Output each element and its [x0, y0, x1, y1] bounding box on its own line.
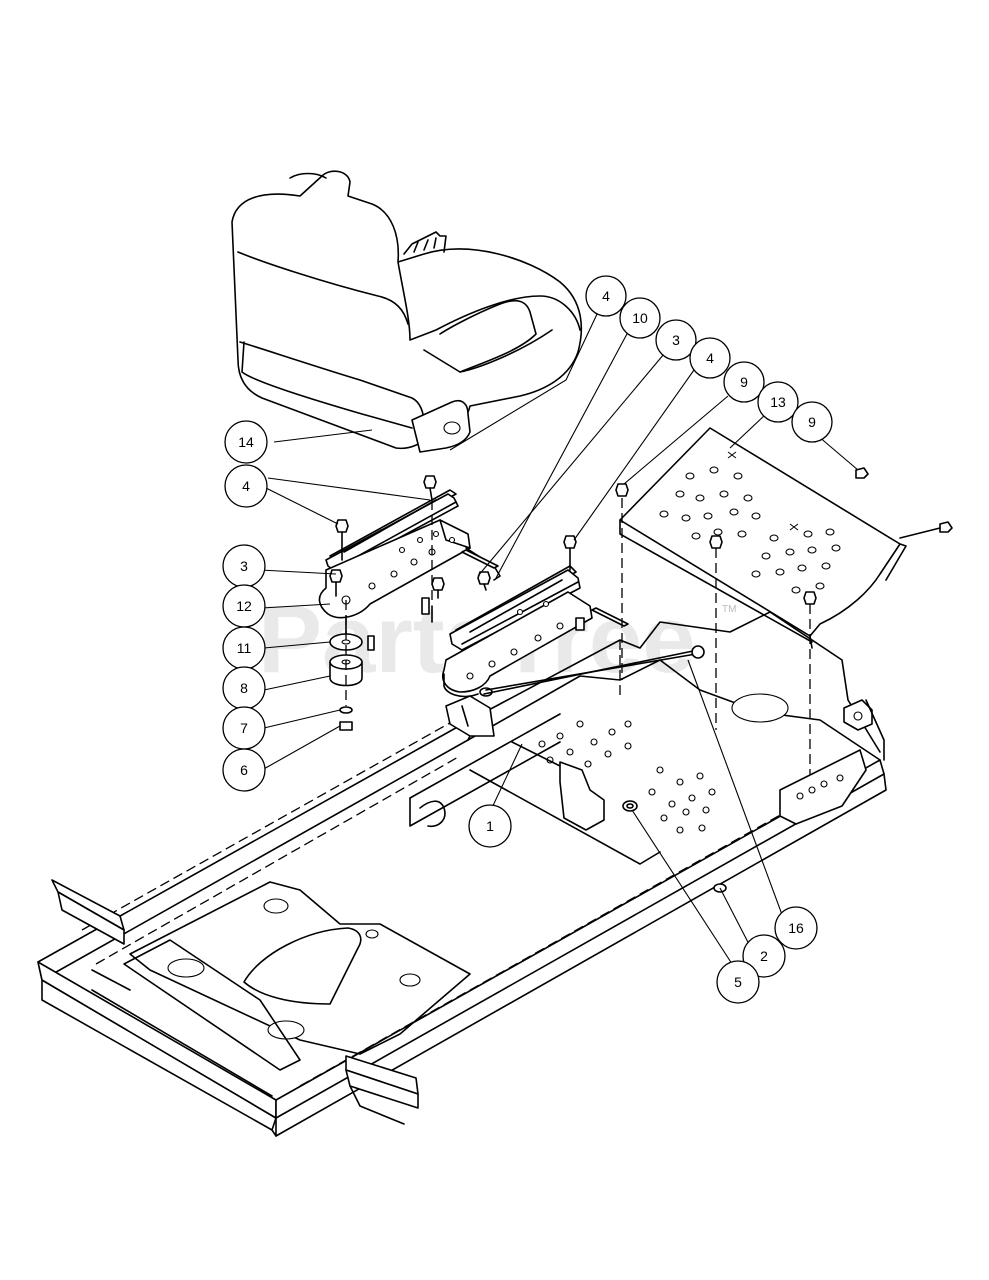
callout-10: 10: [619, 297, 661, 339]
tractor-frame: [37, 611, 887, 1137]
callout-8: 8: [222, 666, 266, 710]
callout-12: 12: [222, 584, 266, 628]
svg-text:9: 9: [808, 414, 816, 430]
svg-text:2: 2: [760, 948, 768, 964]
svg-text:6: 6: [240, 762, 248, 778]
svg-text:3: 3: [240, 558, 248, 574]
trademark-mark: TM: [722, 604, 736, 615]
callout-5: 5: [716, 960, 760, 1004]
callout-6: 6: [222, 748, 266, 792]
svg-text:12: 12: [236, 598, 252, 614]
callout-4-left: 4: [224, 464, 268, 508]
svg-text:5: 5: [734, 974, 742, 990]
right-slide-rail-assembly: [442, 535, 705, 698]
left-slide-rail-assembly: [318, 475, 501, 651]
svg-text:10: 10: [632, 310, 648, 326]
callout-3-left: 3: [222, 544, 266, 588]
plate-holes: [659, 451, 841, 594]
callout-9-right: 9: [791, 401, 833, 443]
svg-text:4: 4: [602, 288, 610, 304]
callout-11: 11: [222, 626, 266, 670]
callout-4-top: 4: [585, 275, 627, 317]
svg-text:16: 16: [788, 920, 804, 936]
svg-text:7: 7: [240, 720, 248, 736]
seat-drawing: [231, 170, 583, 453]
callout-9-left: 9: [723, 361, 765, 403]
svg-text:4: 4: [242, 478, 250, 494]
svg-text:3: 3: [672, 332, 680, 348]
svg-text:11: 11: [237, 640, 252, 656]
callout-bubbles: 4 10 3 4 9 13 9 14: [222, 275, 833, 1004]
svg-text:1: 1: [486, 818, 494, 834]
callout-2: 2: [742, 934, 786, 978]
svg-text:9: 9: [740, 374, 748, 390]
callout-1: 1: [468, 804, 512, 848]
callout-leader-lines: [259, 311, 859, 971]
callout-4-right: 4: [689, 337, 731, 379]
callout-14: 14: [224, 420, 268, 464]
svg-text:8: 8: [240, 680, 248, 696]
callout-16: 16: [774, 906, 818, 950]
svg-text:4: 4: [706, 350, 714, 366]
floor-plate: [615, 427, 953, 649]
callout-3-top: 3: [655, 319, 697, 361]
callout-7: 7: [222, 706, 266, 750]
svg-text:14: 14: [238, 434, 254, 450]
frame-floor-holes: [538, 720, 716, 834]
svg-text:13: 13: [770, 394, 786, 410]
callout-13: 13: [757, 381, 799, 423]
assembly-centerlines: [345, 498, 811, 800]
